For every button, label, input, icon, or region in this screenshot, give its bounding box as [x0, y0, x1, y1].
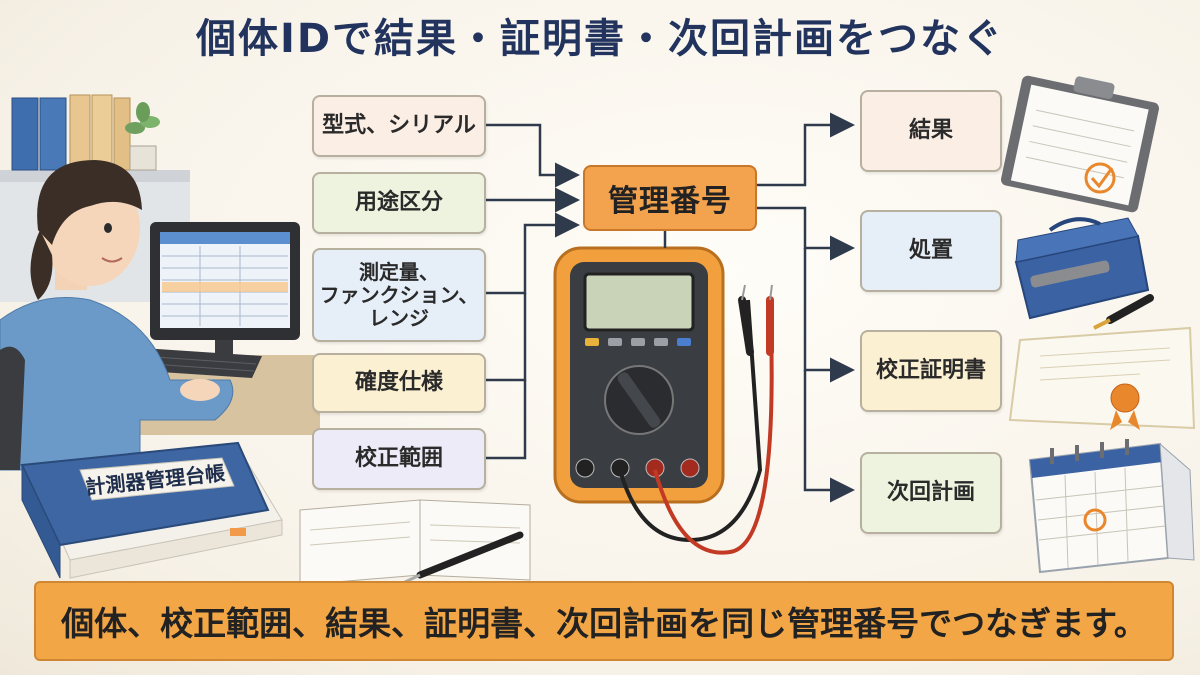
input-label-usage-category: 用途区分	[354, 190, 443, 216]
page-title: 個体IDで結果・証明書・次回計画をつなぐ	[195, 16, 1005, 62]
output-box-disposition: 処置	[860, 210, 1002, 292]
hub-control-number: 管理番号	[583, 165, 757, 231]
output-box-certificate: 校正証明書	[860, 330, 1002, 412]
output-box-next-plan: 次回計画	[860, 452, 1002, 534]
certificate-illustration	[1008, 326, 1196, 430]
notebook-illustration	[299, 499, 531, 586]
input-box-usage-category: 用途区分	[312, 172, 486, 234]
office-worker-illustration	[0, 160, 234, 471]
input-box-model-serial: 型式、シリアル	[312, 95, 486, 157]
output-box-results: 結果	[860, 90, 1002, 172]
output-connectors	[755, 112, 855, 503]
hub-label: 管理番号	[608, 184, 732, 219]
output-label-results: 結果	[908, 118, 953, 144]
input-box-accuracy-spec: 確度仕様	[312, 353, 486, 413]
input-label-calibration-range: 校正範囲	[354, 446, 443, 472]
calendar-illustration	[1028, 439, 1195, 574]
output-label-next-plan: 次回計画	[886, 480, 975, 506]
input-label-measurand-range: 測定量、 ファンクション、 レンジ	[319, 259, 479, 330]
input-box-calibration-range: 校正範囲	[312, 428, 486, 490]
summary-banner-text: 個体、校正範囲、結果、証明書、次回計画を同じ管理番号でつなぎます。	[61, 604, 1147, 643]
input-connectors	[484, 123, 667, 460]
toolbox-illustration	[1014, 217, 1154, 330]
summary-banner: 個体、校正範囲、結果、証明書、次回計画を同じ管理番号でつなぎます。	[34, 581, 1174, 661]
output-label-certificate: 校正証明書	[875, 358, 986, 384]
output-label-disposition: 処置	[908, 238, 953, 264]
input-label-accuracy-spec: 確度仕様	[354, 370, 443, 396]
ledger-binder-illustration: 計測器管理台帳	[20, 441, 283, 579]
clipboard-illustration	[1001, 75, 1159, 213]
multimeter-illustration	[553, 246, 774, 555]
monitor-illustration	[150, 222, 300, 364]
input-box-measurand-range: 測定量、 ファンクション、 レンジ	[312, 248, 486, 342]
input-label-model-serial: 型式、シリアル	[322, 113, 476, 139]
